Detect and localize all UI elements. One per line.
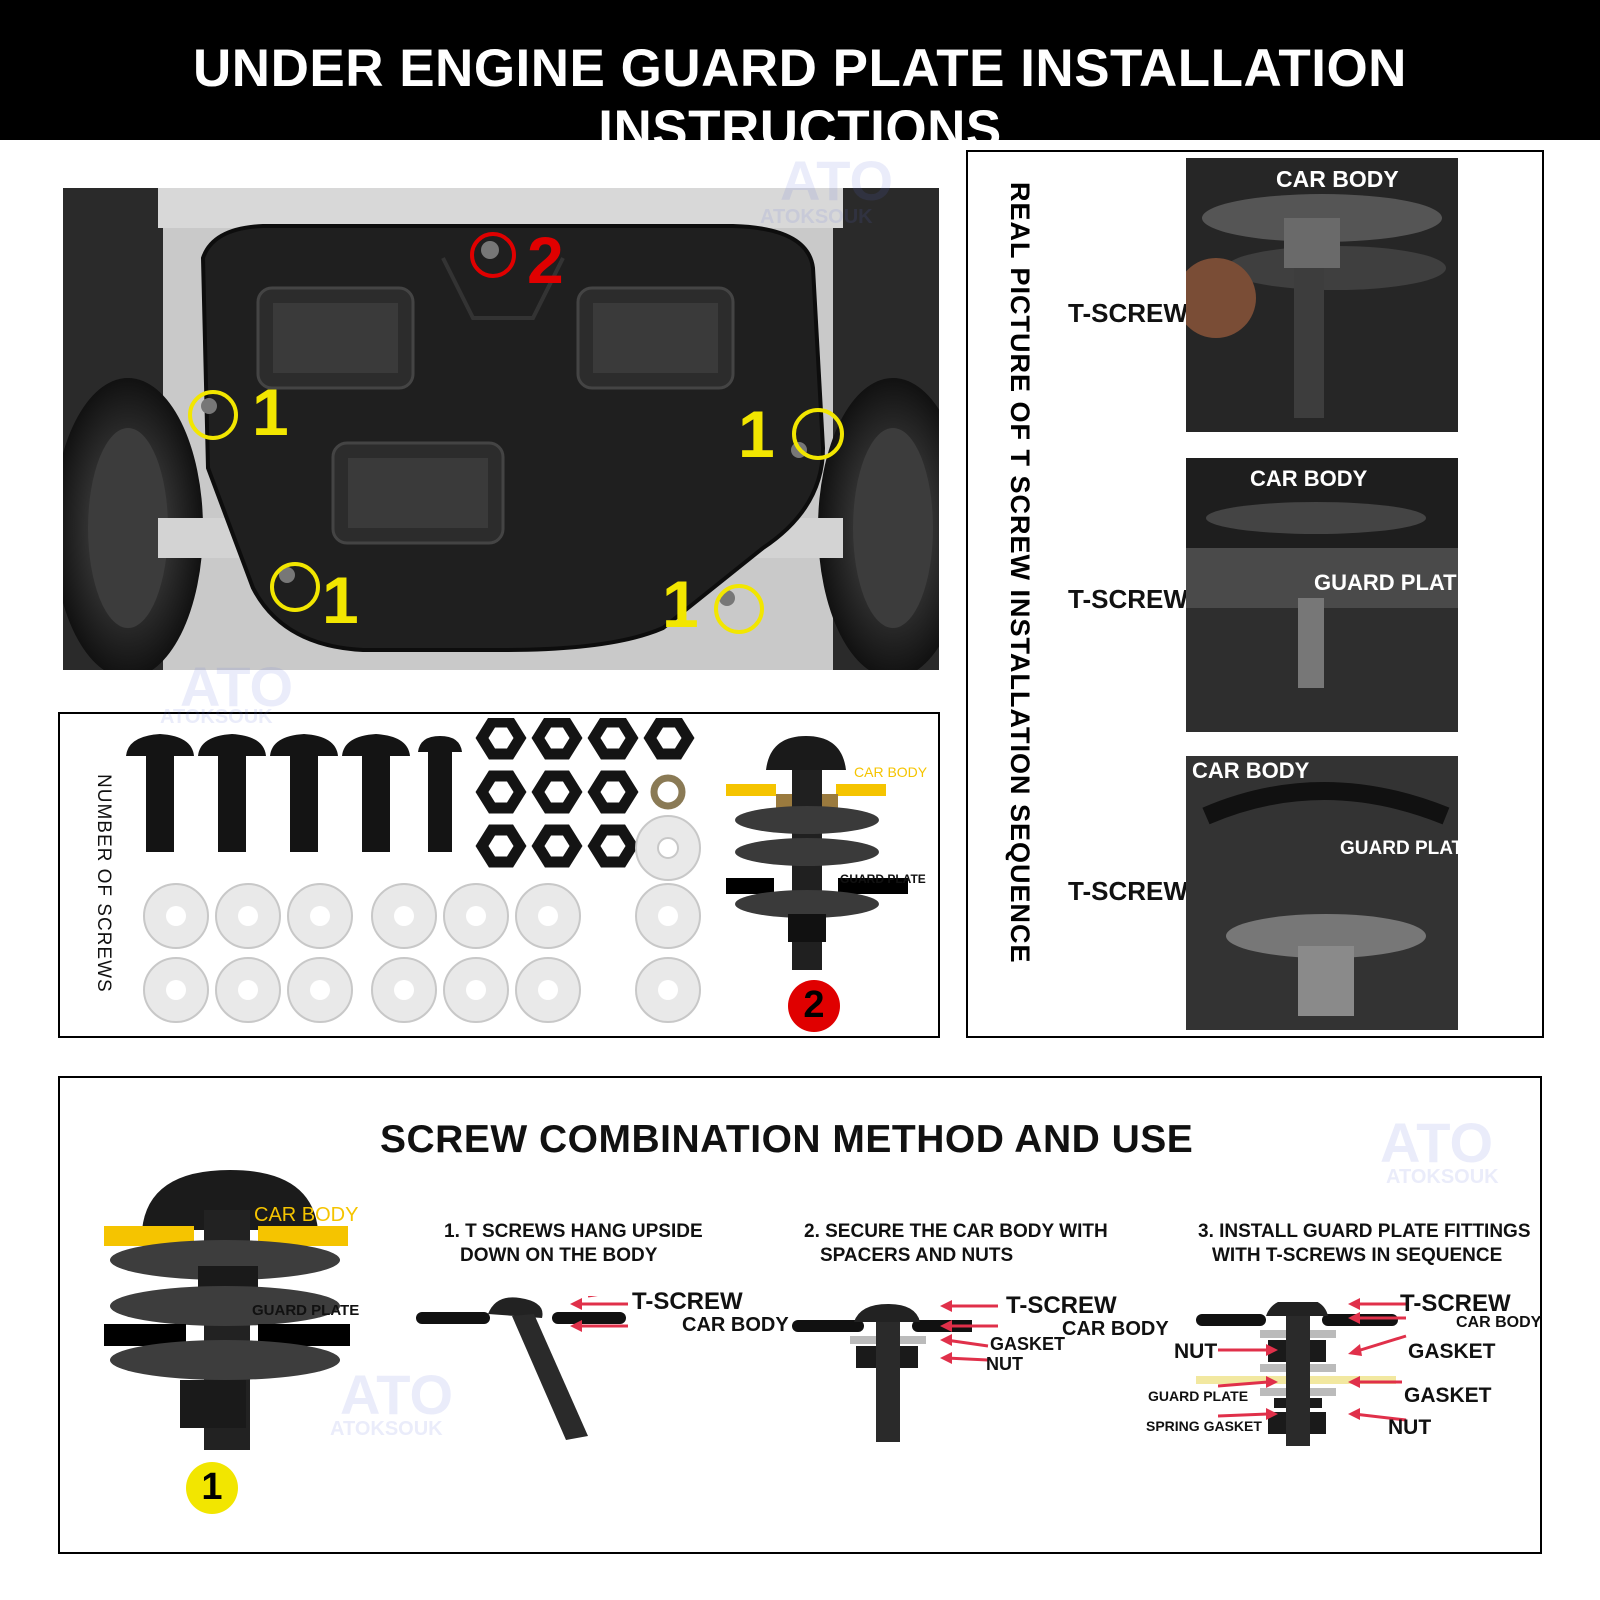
step-1-t-screw-label: T-SCREW [632,1288,743,1315]
step-2-gasket-label: GASKET [990,1334,1066,1354]
number-of-screws-label: NUMBER OF SCREWS [93,774,114,993]
photo-guard-plate-label: GUARD PLATE [1314,570,1472,595]
t-screw-label: T-SCREW [1068,298,1188,328]
step-3-line-2: WITH T-SCREWS IN SEQUENCE [1212,1245,1503,1266]
photo-car-body-label: CAR BODY [1276,166,1399,192]
diagram-1-guard-plate-label: GUARD PLATE [252,1302,360,1319]
assembly-diagram-1 [104,1170,350,1450]
mounting-point-2-number: 2 [527,223,564,297]
step-3-nut-label: NUT [1174,1340,1218,1363]
diagram-guard-plate-label: GUARD PLATE [840,872,926,886]
step-3-nut-label: NUT [1388,1416,1432,1439]
mounting-point-1-marker [270,562,320,612]
step-2-line-2: SPACERS AND NUTS [820,1245,1014,1266]
step-2-line-1: 2. SECURE THE CAR BODY WITH [804,1221,1108,1242]
diagram-1-car-body-label: CAR BODY [254,1204,359,1226]
t-screw-label: T-SCREW [1068,876,1188,906]
page-title: UNDER ENGINE GUARD PLATE INSTALLATION IN… [193,39,1407,159]
watermark-text: ATOKSOUK [1386,1166,1499,1188]
screw-kit-illustration [126,718,701,1023]
diagram-1-badge [186,1462,238,1514]
step-3-illustration [1196,1302,1398,1446]
step-3-arrows [1348,1298,1407,1422]
step-1-illustration [416,1296,626,1440]
watermark-logo: ATO [1380,1111,1494,1174]
mounting-point-1-number: 1 [662,567,699,641]
step-3-car-body-label: CAR BODY [1456,1314,1542,1331]
real-photo-2 [1186,458,1458,732]
step-3-left-arrows [1218,1344,1278,1420]
diagram-2-number: 2 [803,984,825,1026]
step-2-nut-label: NUT [986,1354,1023,1374]
assembly-diagram-2 [726,736,908,970]
step-3-gasket-label: GASKET [1404,1384,1492,1407]
watermark-logo: ATO [780,149,894,212]
step-1-line-1: 1. T SCREWS HANG UPSIDE [444,1221,703,1242]
photo-guard-plate-label: GUARD PLATE [1340,838,1476,859]
header-bar [0,0,1600,140]
mounting-point-1-marker [714,584,764,634]
step-3-t-screw-label: T-SCREW [1400,1290,1511,1317]
mounting-point-1-marker [792,408,844,460]
real-photo-1 [1186,158,1458,432]
step-1-line-2: DOWN ON THE BODY [460,1245,658,1266]
real-photo-3 [1186,756,1458,1030]
real-picture-title: REAL PICTURE OF T SCREW INSTALLATION SEQ… [1005,182,1035,964]
mounting-point-1-number: 1 [322,563,359,637]
t-screw-label: T-SCREW [1068,584,1188,614]
step-3-guard-plate-label: GUARD PLATE [1148,1388,1249,1404]
watermark-logo: ATO [180,655,294,718]
diagram-2-badge [788,980,840,1032]
mounting-point-2-marker [470,232,516,278]
photo-car-body-label: CAR BODY [1192,758,1310,783]
watermark-text: ATOKSOUK [330,1418,443,1440]
step-3-line-1: 3. INSTALL GUARD PLATE FITTINGS [1198,1221,1531,1242]
step-1-arrows [570,1298,628,1332]
step-1-car-body-label: CAR BODY [682,1314,789,1336]
mounting-point-1-number: 1 [738,397,775,471]
diagram-1-number: 1 [201,1466,223,1508]
step-2-t-screw-label: T-SCREW [1006,1292,1117,1319]
mounting-point-1-marker [188,390,238,440]
step-3-spring-gasket-label: SPRING GASKET [1146,1418,1262,1434]
watermark-text: ATOKSOUK [160,706,273,728]
photo-car-body-label: CAR BODY [1250,466,1368,491]
watermark-text: ATOKSOUK [760,206,873,228]
combination-title: SCREW COMBINATION METHOD AND USE [380,1118,1194,1161]
step-2-arrows [940,1300,998,1364]
watermark-logo: ATO [340,1363,454,1426]
diagram-car-body-label: CAR BODY [854,764,928,780]
step-2-car-body-label: CAR BODY [1062,1318,1169,1340]
mounting-point-1-number: 1 [252,375,289,449]
step-2-illustration [792,1304,972,1442]
step-3-gasket-label: GASKET [1408,1340,1496,1363]
